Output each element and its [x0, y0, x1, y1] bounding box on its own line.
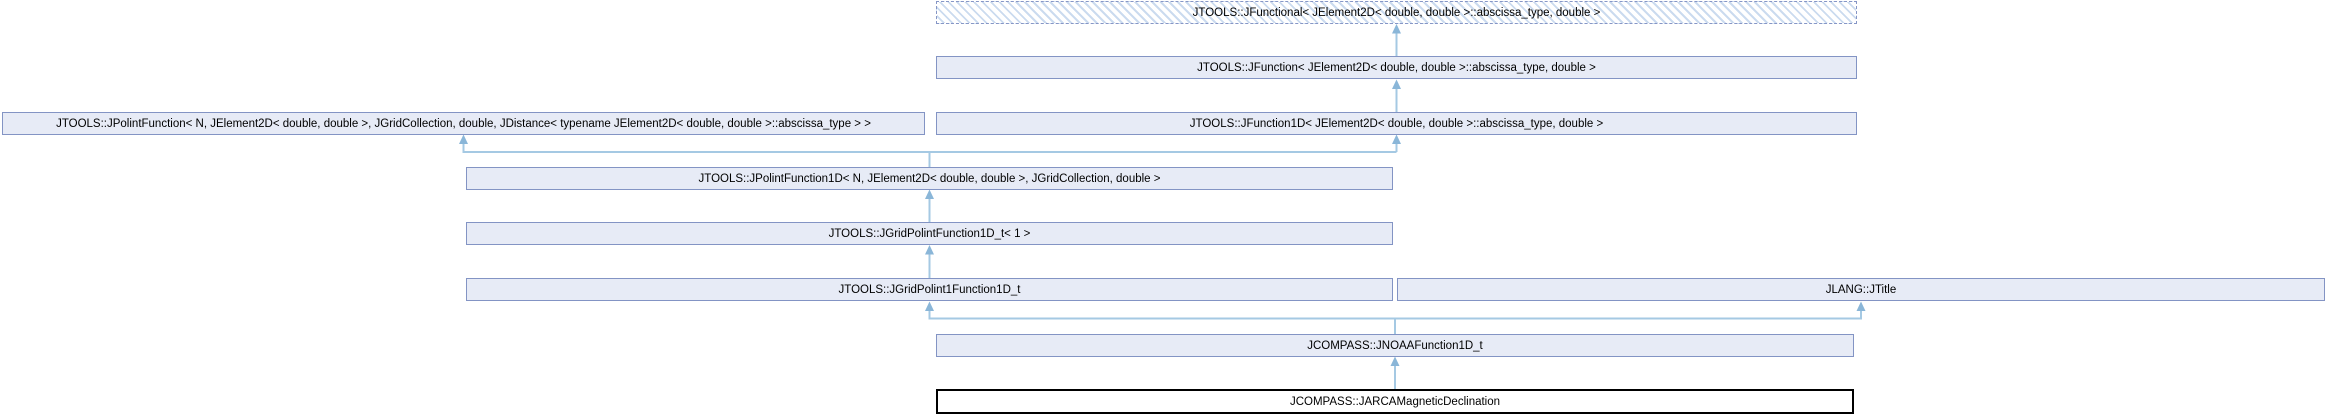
arrowhead-jfunctional [1392, 24, 1401, 34]
node-jpolintfunction[interactable]: JTOOLS::JPolintFunction< N, JElement2D< … [2, 112, 925, 135]
node-jfunction1d[interactable]: JTOOLS::JFunction1D< JElement2D< double,… [936, 112, 1857, 135]
arrowhead-jpolintfunction [459, 134, 468, 144]
node-jnoaafunction1d-t[interactable]: JCOMPASS::JNOAAFunction1D_t [936, 334, 1854, 357]
arrowhead-jfunction1d [1392, 134, 1401, 144]
node-jtitle[interactable]: JLANG::JTitle [1397, 278, 2325, 301]
node-jarcamagneticdeclination: JCOMPASS::JARCAMagneticDeclination [936, 389, 1854, 414]
arrowhead-jtitle [1856, 301, 1866, 311]
edge-jnoaa-to-parents [928, 308, 1396, 334]
edge-jnoaa-to-jtitle [1395, 308, 1862, 320]
arrowhead-jgridpolint1function1dt [925, 301, 934, 311]
node-jgridpolint1function1d-t[interactable]: JTOOLS::JGridPolint1Function1D_t [466, 278, 1393, 301]
arrowhead-jnoaafunction1dt [1390, 356, 1400, 366]
node-jpolintfunction1d[interactable]: JTOOLS::JPolintFunction1D< N, JElement2D… [466, 167, 1393, 190]
node-jgridpolintfunction1d-t[interactable]: JTOOLS::JGridPolintFunction1D_t< 1 > [466, 222, 1393, 245]
arrowhead-jfunction [1392, 79, 1401, 89]
node-jfunctional: JTOOLS::JFunctional< JElement2D< double,… [936, 1, 1857, 24]
edge-jpolintfunction1d-to-parents [462, 141, 931, 167]
arrowhead-jpolintfunction1d [925, 189, 934, 199]
node-jfunction[interactable]: JTOOLS::JFunction< JElement2D< double, d… [936, 56, 1857, 79]
arrowhead-jgridpolintfunction1dt [925, 245, 934, 255]
